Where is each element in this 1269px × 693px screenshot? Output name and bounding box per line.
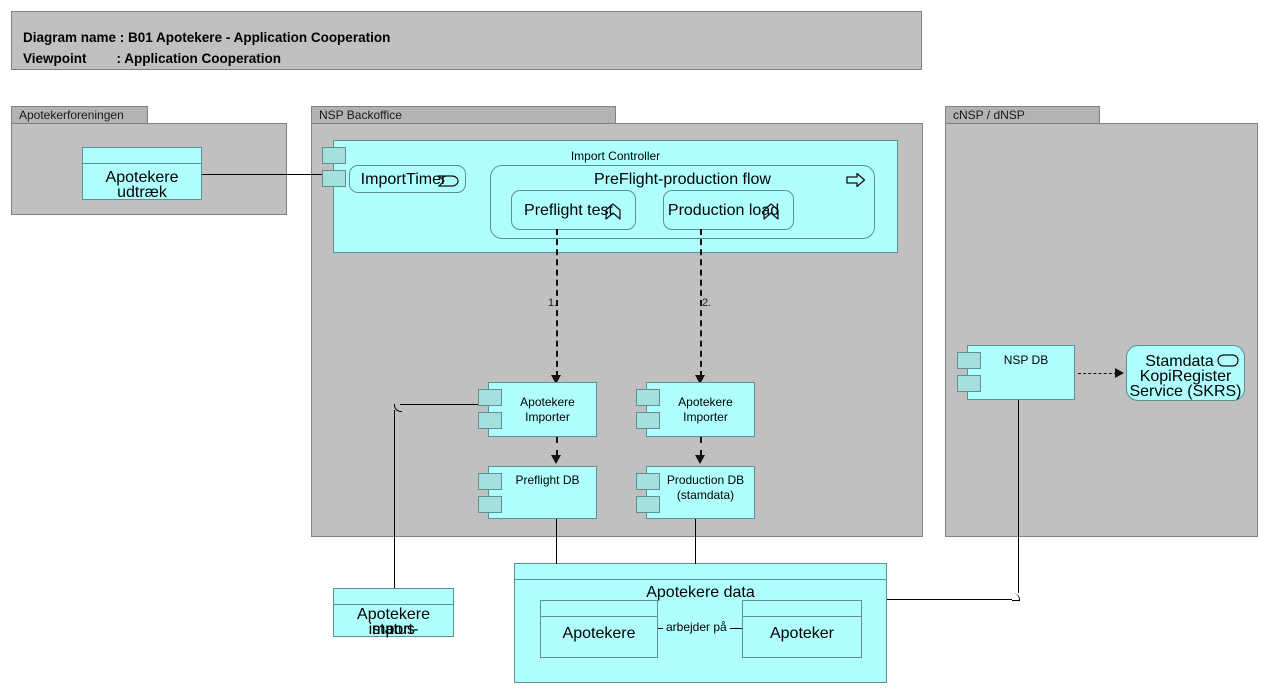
viewpoint-line: Viewpoint : Application Cooperation — [23, 51, 282, 66]
component-label-line1: Production DB — [666, 473, 745, 487]
component-label-line2: Importer — [525, 410, 570, 424]
component-nub-top — [322, 147, 346, 164]
data-object-apotekere-data[interactable]: Apotekere data Apotekere Apoteker arbejd… — [514, 563, 887, 683]
data-object-band — [334, 589, 453, 605]
connector-corner — [394, 404, 402, 412]
application-function-production-load[interactable]: Production load — [663, 190, 794, 230]
data-object-band — [743, 601, 861, 617]
flow-arrow-skrs — [1115, 368, 1124, 378]
application-component-apotekere-importer-left[interactable]: Apotekere Importer — [488, 382, 597, 437]
connector-preflightdb-apotekeredata — [556, 519, 557, 564]
data-object-apotekere-import-status[interactable]: Apotekere import- status — [333, 588, 454, 638]
data-object-apoteker[interactable]: Apoteker — [742, 600, 862, 658]
component-label: Import Controller — [570, 149, 661, 163]
application-component-apotekere-importer-right[interactable]: Apotekere Importer — [646, 382, 755, 437]
flow-line-importer-preflightdb — [556, 437, 558, 456]
component-nub-bottom — [478, 496, 502, 513]
service-label-line3: Service (SKRS) — [1129, 383, 1242, 400]
process-arrow-icon — [846, 172, 866, 188]
component-nub-top — [957, 352, 981, 369]
connector-nspdb-apotekeredata-h — [887, 599, 1012, 600]
process-label: PreFlight-production flow — [594, 171, 771, 188]
function-label: Preflight test — [524, 202, 613, 219]
component-nub-bottom — [636, 496, 660, 513]
flow-line-nspdb-skrs — [1078, 373, 1117, 374]
component-nub-top — [478, 473, 502, 490]
group-tab-cnsp-dnsp: cNSP / dNSP — [945, 106, 1100, 124]
data-object-label-line1: Apotekere import- — [357, 606, 430, 638]
connector-corner — [1012, 593, 1020, 601]
group-body-cnsp-dnsp — [945, 123, 1258, 537]
connector-importer-status-v — [394, 410, 395, 588]
data-object-band — [83, 148, 201, 164]
connector-udtraek-importcontroller — [202, 174, 322, 175]
diagram-title-header: Diagram name : B01 Apotekere - Applicati… — [11, 11, 922, 70]
function-label: Production load — [667, 202, 780, 219]
component-label-line2: Importer — [683, 410, 728, 424]
component-nub-top — [478, 389, 502, 406]
connector-productiondb-apotekeredata — [695, 519, 696, 564]
service-oval-icon — [1217, 354, 1239, 367]
application-process-preflight-production-flow[interactable]: PreFlight-production flow Preflight test… — [490, 165, 875, 239]
component-nub-top — [636, 473, 660, 490]
data-object-label: Apoteker — [769, 625, 835, 642]
event-icon — [438, 175, 459, 187]
application-function-preflight-test[interactable]: Preflight test — [511, 190, 636, 230]
application-event-import-timer[interactable]: ImportTimer — [349, 165, 466, 193]
diagram-name-line: Diagram name : B01 Apotekere - Applicati… — [23, 30, 391, 45]
flow-arrow-preflightdb — [551, 455, 561, 464]
data-object-label: Apotekere — [562, 625, 636, 642]
flow-sequence-1: 1. — [548, 297, 558, 309]
flow-sequence-2: 2. — [702, 297, 712, 309]
flow-line-1 — [556, 229, 558, 377]
data-object-label: Apotekere data — [646, 584, 755, 601]
component-nub-bottom — [478, 412, 502, 429]
flow-arrow-2 — [695, 375, 705, 384]
component-label: NSP DB — [1003, 353, 1049, 367]
flow-line-2 — [700, 229, 702, 377]
data-object-label-line2: status — [372, 621, 415, 638]
component-nub-bottom — [322, 170, 346, 187]
connector-nspdb-apotekeredata-v — [1018, 400, 1019, 593]
application-component-preflight-db[interactable]: Preflight DB — [488, 466, 597, 519]
component-label-line1: Apotekere — [520, 395, 575, 409]
data-object-apotekere[interactable]: Apotekere — [540, 600, 658, 658]
flow-arrow-1 — [551, 375, 561, 384]
data-object-band — [515, 564, 886, 580]
flow-arrow-productiondb — [695, 455, 705, 464]
connector-importer-status-h — [400, 404, 478, 405]
application-service-skrs[interactable]: Stamdata KopiRegister Service (SKRS) — [1126, 345, 1245, 401]
application-component-nsp-db[interactable]: NSP DB — [967, 345, 1075, 400]
association-label-arbejder-paa: arbejder på — [663, 620, 730, 634]
group-tab-apotekerforeningen: Apotekerforeningen — [11, 106, 148, 124]
function-icon — [763, 203, 779, 220]
component-nub-bottom — [957, 375, 981, 392]
component-label: Preflight DB — [515, 473, 580, 487]
application-component-production-db[interactable]: Production DB (stamdata) — [646, 466, 755, 519]
component-nub-bottom — [636, 412, 660, 429]
component-label-line2: (stamdata) — [676, 488, 735, 502]
service-label-line2: KopiRegister — [1139, 368, 1232, 385]
group-tab-nsp-backoffice: NSP Backoffice — [311, 106, 616, 124]
function-icon — [605, 203, 621, 220]
flow-line-importer-productiondb — [700, 437, 702, 456]
service-label-line1: Stamdata — [1145, 353, 1214, 370]
data-object-label: Apotekere udtræk — [105, 169, 179, 201]
data-object-band — [541, 601, 657, 617]
data-object-apotekere-udtraek[interactable]: Apotekere udtræk — [82, 147, 202, 201]
event-label: ImportTimer — [360, 171, 447, 188]
component-nub-top — [636, 389, 660, 406]
component-label-line1: Apotekere — [678, 395, 733, 409]
